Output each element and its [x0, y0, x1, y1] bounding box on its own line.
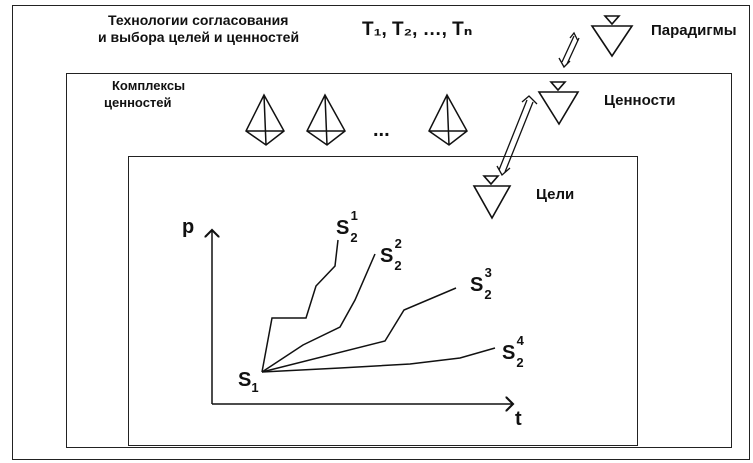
ellipsis: ... [373, 119, 390, 141]
value-complexes-line1: Комплексы [112, 78, 186, 93]
target-state-label-1: S21 [336, 208, 358, 245]
paradigms-label: Парадигмы [651, 22, 737, 39]
value-complexes-line2: ценностей [104, 95, 172, 110]
trajectory-3 [261, 287, 457, 373]
trajectory-2 [261, 253, 376, 373]
target-state-label-4: S24 [502, 333, 525, 370]
axis-p-label: p [182, 216, 194, 238]
technologies-label-line1: Технологии согласования [108, 12, 289, 28]
goals-triangle-icon [472, 175, 512, 220]
values-frame [66, 73, 732, 448]
values-triangle-icon [537, 81, 580, 126]
values-label: Ценности [604, 92, 676, 109]
pyramid-icon [306, 93, 346, 146]
start-state-label: S1 [238, 369, 259, 395]
trajectory-1 [261, 239, 339, 373]
trajectory-4 [261, 347, 496, 373]
target-state-label-2: S22 [380, 236, 402, 273]
paradigm-frame [12, 5, 750, 460]
paradigms-triangle-icon [590, 15, 634, 58]
pyramid-icon [245, 93, 285, 146]
values-goals-double-arrow [496, 95, 538, 177]
pyramid-icon [428, 93, 468, 146]
target-state-label-3: S23 [470, 265, 492, 302]
axis-t-label: t [515, 408, 522, 430]
technologies-sequence: T₁, T₂, …, Tₙ [362, 19, 473, 40]
technologies-label-line2: и выбора целей и ценностей [98, 29, 300, 45]
paradigm-values-double-arrow [558, 31, 580, 69]
goals-frame [128, 156, 638, 446]
goals-label: Цели [536, 186, 575, 203]
